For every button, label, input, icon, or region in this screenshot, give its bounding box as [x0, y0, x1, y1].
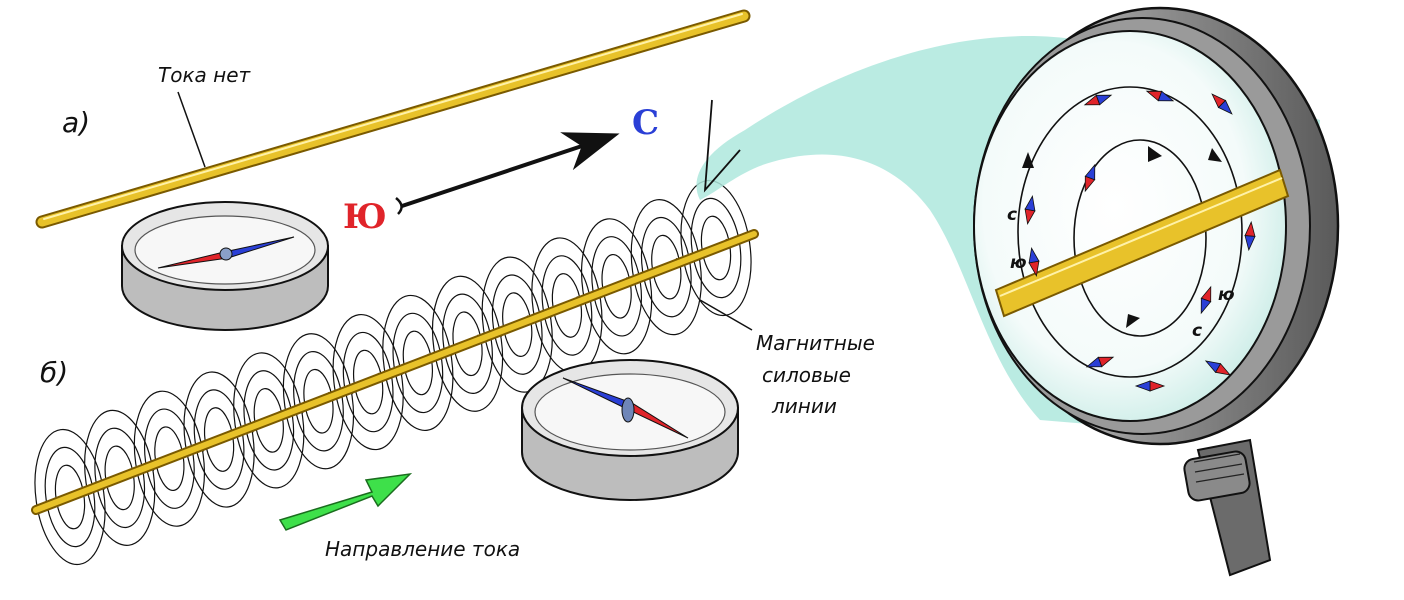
magnifier-wire	[994, 168, 1290, 318]
field-line-loop	[193, 389, 245, 490]
mini-compass-needle	[1085, 356, 1115, 368]
mini-compass-needle	[1145, 90, 1175, 102]
field-line-loop	[392, 312, 444, 414]
field-line-loop	[84, 409, 156, 546]
field-lines-label-1: Магнитные	[756, 331, 875, 355]
callout-arrow	[703, 99, 741, 193]
field-line-loop	[133, 390, 205, 527]
field-line-loop	[481, 256, 553, 393]
field-line-loop	[144, 408, 195, 509]
compass-icon	[121, 201, 329, 331]
magnifier-field-lines	[1017, 86, 1243, 378]
field-lines-label-3: линии	[771, 394, 837, 418]
magnifier-pole-n1: с	[1007, 205, 1017, 225]
field-line-loop	[243, 370, 295, 471]
current-direction-label: Направление тока	[325, 537, 520, 561]
field-line-loop	[382, 294, 454, 432]
current-direction-arrow	[278, 472, 413, 531]
field-line-loop	[34, 428, 106, 566]
mini-compass-needle	[1134, 380, 1166, 392]
field-line-loop	[332, 313, 404, 451]
mini-compass-needle	[1024, 195, 1036, 225]
panel-b-label: б)	[40, 356, 68, 389]
south-pole-label: Ю	[343, 197, 387, 237]
field-line-loop	[442, 293, 493, 394]
field-line-loop	[183, 371, 255, 508]
pole-direction-arrow	[395, 197, 403, 215]
mini-compass-needle	[1028, 247, 1040, 277]
mini-compass-needle	[1084, 163, 1096, 193]
magnifier-pole-n2: с	[1192, 321, 1202, 341]
magnifier-pole-s2: ю	[1218, 285, 1235, 305]
field-line-loop	[581, 218, 653, 355]
mini-compass-needle	[1211, 93, 1233, 115]
field-line-loop	[44, 446, 96, 548]
magnifier-needles	[1024, 90, 1256, 392]
panel-a-label: а)	[62, 106, 90, 139]
field-line-loop	[94, 427, 146, 529]
magnifier-handle	[1183, 438, 1272, 577]
arrow-icon	[401, 132, 620, 208]
wire-no-current	[35, 9, 751, 229]
wire-with-current	[31, 229, 759, 515]
field-lines-label-2: силовые	[762, 363, 851, 387]
field-line-loop	[431, 275, 504, 412]
field-line-loop	[630, 199, 702, 336]
field-line-loop	[293, 351, 344, 452]
compass-icon	[521, 359, 739, 501]
magnifier-field-arrows	[1022, 146, 1222, 328]
field-line-loop	[282, 333, 355, 470]
no-current-label: Тока нет	[158, 63, 252, 87]
magnifier-pole-s1: ю	[1010, 253, 1027, 273]
mini-compass-needle	[1244, 220, 1256, 252]
field-lines-leader-line	[699, 299, 753, 331]
field-line-loop	[491, 274, 543, 375]
field-line-loop	[342, 331, 394, 433]
mini-compass-needle	[1204, 360, 1232, 376]
field-line-loop	[233, 352, 305, 489]
north-pole-label: С	[632, 103, 659, 143]
mini-compass-needle	[1083, 94, 1113, 106]
mini-compass-needle	[1200, 285, 1212, 315]
no-current-leader-line	[177, 91, 206, 168]
